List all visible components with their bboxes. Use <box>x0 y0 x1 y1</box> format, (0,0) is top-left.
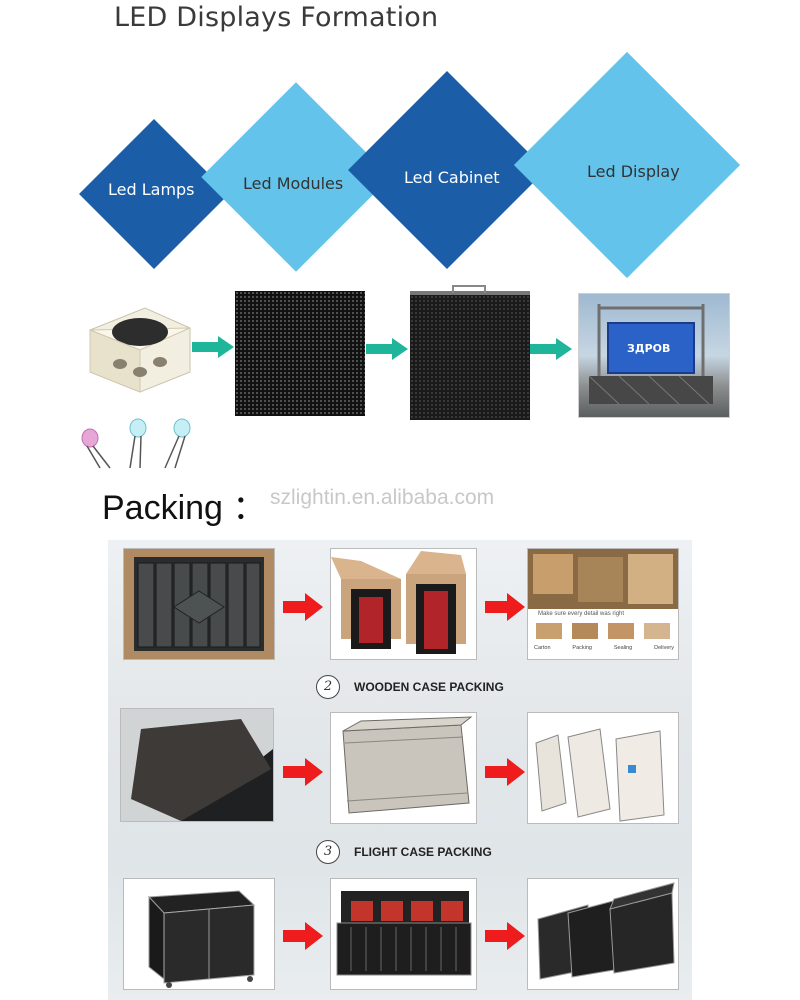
cabinet-handle <box>452 285 486 293</box>
label-led-display: Led Display <box>587 162 680 181</box>
section-number-badge: 3 <box>316 840 340 864</box>
step-label-sealing: Sealing <box>613 645 633 651</box>
carton-box-photo <box>123 548 275 660</box>
flight-case-photo <box>123 878 275 990</box>
arrow-right-icon <box>283 758 323 790</box>
open-carton-photo <box>330 548 477 660</box>
flight-cases-photo <box>527 878 679 990</box>
led-module-image <box>235 291 365 416</box>
label-led-cabinet: Led Cabinet <box>404 168 500 187</box>
page-title: LED Displays Formation <box>114 2 439 33</box>
wooden-cases-photo <box>527 712 679 824</box>
section-number-badge: 2 <box>316 675 340 699</box>
step-label-delivery: Delivery <box>654 645 674 651</box>
led-display-photo: ЗДРОВ <box>578 293 730 418</box>
module-closeup-photo <box>120 708 274 822</box>
section-label-wooden: WOODEN CASE PACKING <box>354 680 504 694</box>
step-label-packing: Packing <box>572 645 592 651</box>
carton-step-labels: Carton Packing Sealing Delivery <box>534 645 674 651</box>
arrow-right-icon <box>485 922 525 954</box>
section-label-flight: FLIGHT CASE PACKING <box>354 845 492 859</box>
arrow-right-icon <box>283 593 323 625</box>
packing-title: Packing ： <box>102 489 267 527</box>
screen-text: ЗДРОВ <box>627 342 670 355</box>
label-led-lamps: Led Lamps <box>108 180 195 199</box>
label-led-modules: Led Modules <box>243 174 344 193</box>
website-watermark: szlightin.en.alibaba.com <box>270 486 495 509</box>
arrow-right-icon <box>485 593 525 625</box>
led-cabinet-image <box>410 291 530 420</box>
arrow-right-icon <box>366 338 408 364</box>
carton-steps <box>536 623 670 643</box>
arrow-right-icon <box>530 338 572 364</box>
wooden-case-photo <box>330 712 477 824</box>
arrow-right-icon <box>283 922 323 954</box>
warehouse-delivery-photo: Make sure every detail was right Carton … <box>527 548 679 660</box>
step-label-carton: Carton <box>534 645 551 651</box>
led-lamp-image <box>70 300 220 470</box>
arrow-right-icon <box>485 758 525 790</box>
flight-case-open-photo <box>330 878 477 990</box>
carton-note: Make sure every detail was right <box>538 611 625 617</box>
arrow-right-icon <box>192 336 234 362</box>
